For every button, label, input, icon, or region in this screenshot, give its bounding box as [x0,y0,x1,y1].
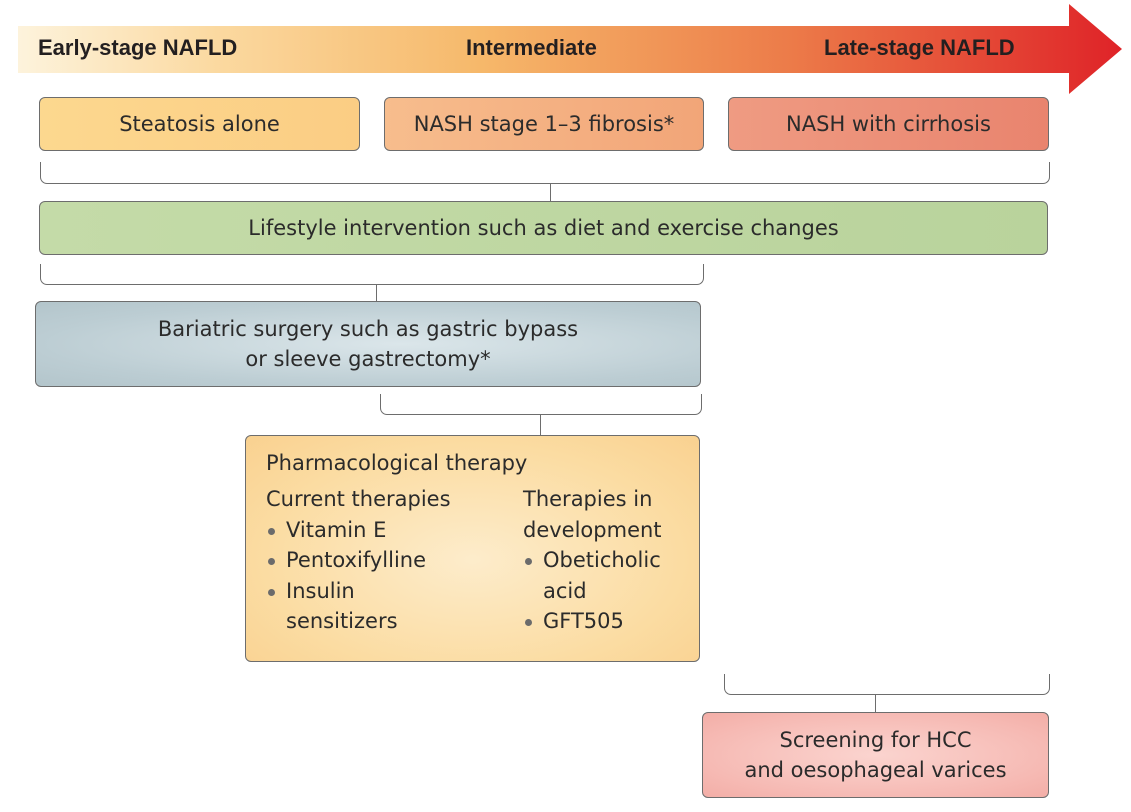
bullet-icon [268,588,275,596]
early-intermediate-bracket [40,264,704,285]
bariatric-surgery-line1: Bariatric surgery such as gastric bypass [157,317,579,341]
intermediate-stage-label: Intermediate [466,35,597,60]
development-therapy-text: Obeticholic [543,548,661,572]
development-therapy-text: GFT505 [543,609,624,633]
pharmacological-connector [540,414,541,436]
lifestyle-intervention-label: Lifestyle intervention such as diet and … [248,216,839,240]
intermediate-bracket [380,394,702,415]
current-therapies-column: Current therapies Vitamin E Pentoxifylli… [266,484,451,637]
current-therapy-item: Insulin sensitizers [266,576,451,637]
early-stage-label: Early-stage NAFLD [38,35,238,60]
steatosis-label: Steatosis alone [119,112,280,136]
development-therapies-list: Obeticholic acid GFT505 [523,545,662,637]
current-therapy-text-cont: sensitizers [286,609,398,633]
development-therapies-heading-line2: development [523,517,662,542]
screening-box: Screening for HCC and oesophageal varice… [702,712,1049,798]
bariatric-surgery-line2: or sleeve gastrectomy* [245,347,491,371]
bullet-icon [268,558,275,565]
development-therapy-item: GFT505 [523,606,662,637]
current-therapy-text: Insulin [286,578,355,603]
screening-connector [875,694,876,713]
bullet-icon [525,619,532,626]
development-therapies-heading-line1: Therapies in [523,487,653,511]
bullet-icon [268,527,275,535]
screening-line1: Screening for HCC [779,728,972,752]
lifestyle-intervention-box: Lifestyle intervention such as diet and … [39,201,1048,255]
bullet-icon [525,558,532,565]
current-therapy-text: Vitamin E [286,517,387,542]
current-therapy-item: Pentoxifylline [266,545,451,576]
nash-cirrhosis-label: NASH with cirrhosis [786,112,991,136]
bariatric-connector [376,284,377,302]
nash-cirrhosis-box: NASH with cirrhosis [728,97,1049,151]
current-therapies-list: Vitamin E Pentoxifylline Insulin sensitiz… [266,515,451,637]
nash-fibrosis-label: NASH stage 1–3 fibrosis* [413,112,675,136]
current-therapy-item: Vitamin E [266,515,451,546]
development-therapies-column: Therapies in development Obeticholic acid… [523,484,662,637]
all-stages-bracket [40,162,1050,184]
development-therapy-item: Obeticholic acid [523,545,662,606]
late-stage-label: Late-stage NAFLD [824,35,1015,60]
disease-progression-arrow [18,4,1122,94]
steatosis-box: Steatosis alone [39,97,360,151]
development-therapy-text-cont: acid [543,578,587,603]
current-therapies-heading: Current therapies [266,487,451,511]
bariatric-surgery-box: Bariatric surgery such as gastric bypass… [35,301,701,387]
lifestyle-connector [550,183,551,202]
pharmacological-therapy-title: Pharmacological therapy [266,451,528,475]
late-stage-bracket [724,674,1050,695]
current-therapy-text: Pentoxifylline [286,548,427,572]
screening-line2: and oesophageal varices [744,758,1007,782]
nash-fibrosis-box: NASH stage 1–3 fibrosis* [384,97,704,151]
pharmacological-therapy-box: Pharmacological therapy Current therapie… [245,435,700,662]
